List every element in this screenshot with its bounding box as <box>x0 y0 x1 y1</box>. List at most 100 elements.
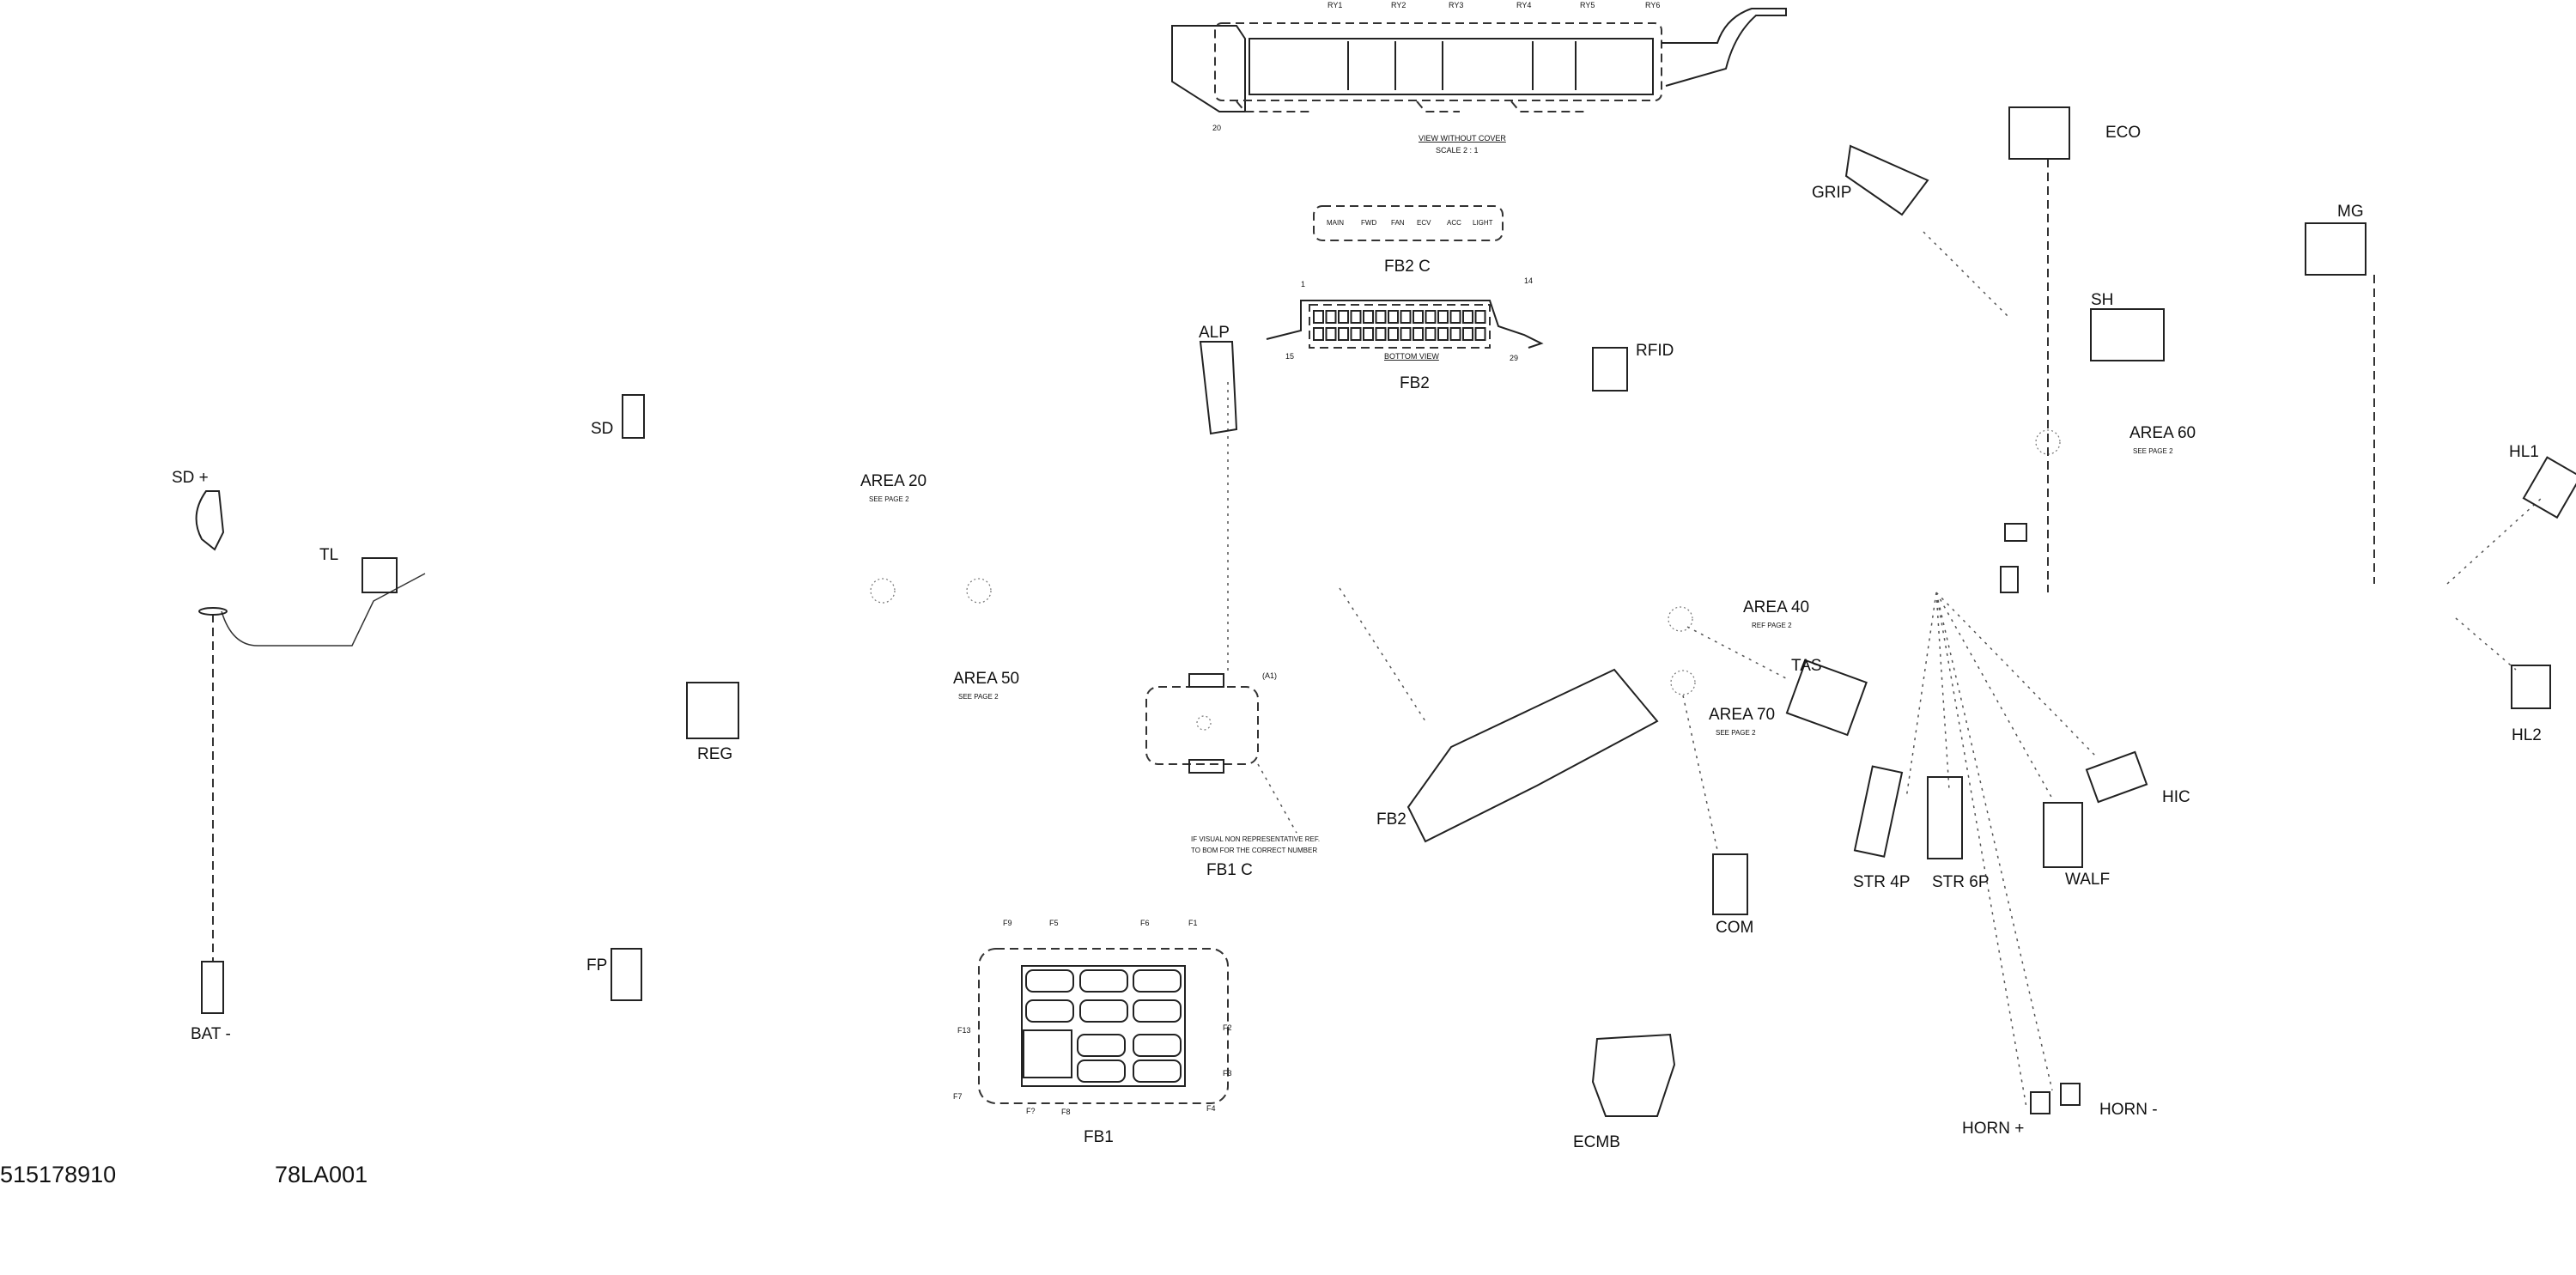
rfid-label: RFID <box>1636 342 1674 360</box>
pin-cell <box>1325 327 1337 341</box>
fb2c-label: FB2 C <box>1384 258 1431 276</box>
pin-cell <box>1400 310 1412 324</box>
fb2-connector: 1 14 15 29 BOTTOM VIEW FB2 <box>1266 276 1544 392</box>
area-sub-label: REF PAGE 2 <box>1752 622 1792 629</box>
fuse-label: F7 <box>953 1092 963 1101</box>
horn-minus-icon <box>2060 1083 2081 1106</box>
pin-cell <box>1425 327 1437 341</box>
pin-cell <box>1425 310 1437 324</box>
hic-label: HIC <box>2162 788 2190 806</box>
callout-number: 20 <box>1212 124 1221 132</box>
sd-connector-icon <box>622 394 645 439</box>
hl2-label: HL2 <box>2512 726 2542 744</box>
rfid-connector-icon <box>1592 347 1628 392</box>
fuse-label: F9 <box>1003 919 1012 927</box>
horn-plus-label: HORN + <box>1962 1120 2024 1138</box>
pin-cell <box>1388 310 1399 324</box>
fp-label: FP <box>586 956 607 974</box>
area-sub-label: SEE PAGE 2 <box>958 693 999 701</box>
pin-cell <box>1338 327 1349 341</box>
fuse-label: F2 <box>1223 1023 1232 1032</box>
view-title: VIEW WITHOUT COVER <box>1419 134 1506 143</box>
pin-cell <box>1413 310 1424 324</box>
fb2-label: FB2 <box>1400 374 1430 392</box>
ecmb-icon <box>1591 1033 1676 1117</box>
pin-cell <box>1363 327 1374 341</box>
tl-label: TL <box>319 546 338 564</box>
fuse-slot <box>1079 999 1128 1023</box>
inline-connector-icon <box>2004 523 2027 542</box>
inline-connector-icon <box>2000 566 2019 593</box>
pin-cell <box>1437 327 1449 341</box>
pin-cell <box>1474 327 1486 341</box>
pin-cell <box>1338 310 1349 324</box>
connector-icons <box>195 106 2576 1117</box>
eco-connector-icon <box>2008 106 2070 160</box>
alp-label: ALP <box>1199 324 1230 342</box>
mg-connector-icon <box>2305 222 2366 276</box>
str4p-connector-icon <box>1853 765 1904 858</box>
fuse-slot <box>1079 969 1128 993</box>
fuse-slot <box>1133 969 1182 993</box>
view-title: BOTTOM VIEW <box>1384 352 1439 361</box>
sd-plus-label: SD + <box>172 469 209 487</box>
str6p-connector-icon <box>1927 776 1963 859</box>
pin-number: 14 <box>1524 276 1533 285</box>
pin-cell <box>1313 327 1324 341</box>
fuse-label: MAIN <box>1327 219 1344 227</box>
pin-cell <box>1474 310 1486 324</box>
fuse-label: F3 <box>1223 1069 1232 1078</box>
fuse-label: F? <box>1026 1107 1036 1115</box>
note-text: TO BOM FOR THE CORRECT NUMBER <box>1191 847 1317 854</box>
sd-label: SD <box>591 420 613 438</box>
pin-cell <box>1313 310 1324 324</box>
drawing-code: 78LA001 <box>275 1162 368 1187</box>
tas-connector-icon <box>1785 659 1868 737</box>
reg-label: REG <box>697 745 732 763</box>
relay-box: RY1 RY2 RY3 RY4 RY5 RY6 20 VIEW WITHOUT … <box>1171 1 1787 155</box>
relay-label: RY6 <box>1645 1 1660 9</box>
area-40-label: AREA 40 <box>1743 598 1809 616</box>
fuse-label: LIGHT <box>1473 219 1493 227</box>
callout-number: (A1) <box>1262 671 1277 680</box>
pin-cell <box>1375 310 1387 324</box>
bat-label: BAT - <box>191 1025 231 1043</box>
note-text: IF VISUAL NON REPRESENTATIVE REF. <box>1191 835 1320 843</box>
pin-cell <box>1462 327 1473 341</box>
pin-cell <box>1462 310 1473 324</box>
fuse-slot <box>1025 999 1074 1023</box>
pin-cell <box>1375 327 1387 341</box>
bat-connector-icon <box>201 961 224 1014</box>
fuse-slot <box>1025 969 1074 993</box>
com-connector-icon <box>1712 853 1748 915</box>
walf-connector-icon <box>2043 802 2083 868</box>
area-70-label: AREA 70 <box>1709 706 1775 724</box>
sh-connector-icon <box>2090 308 2165 361</box>
com-label: COM <box>1716 919 1753 937</box>
hic-connector-icon <box>2085 750 2148 804</box>
harness-lines <box>212 159 2543 1108</box>
fuse-slot <box>1133 1034 1182 1057</box>
sd-plus-connector-icon <box>195 490 225 551</box>
view-scale: SCALE 2 : 1 <box>1436 146 1479 155</box>
area-50-label: AREA 50 <box>953 670 1019 688</box>
fp-connector-icon <box>611 948 642 1001</box>
mg-label: MG <box>2337 203 2364 221</box>
fuse-label: F8 <box>1061 1108 1071 1116</box>
fuse-label: FAN <box>1391 219 1405 227</box>
pin-cell <box>1449 310 1461 324</box>
pin-cell <box>1350 310 1362 324</box>
relay-label: RY1 <box>1327 1 1342 9</box>
fuse-label: ECV <box>1417 219 1431 227</box>
fuse-label: F4 <box>1206 1104 1216 1113</box>
hl2-connector-icon <box>2511 665 2551 709</box>
pin-cell <box>1325 310 1337 324</box>
ecmb-label: ECMB <box>1573 1133 1620 1151</box>
fuse-label: FWD <box>1361 219 1376 227</box>
eco-label: ECO <box>2105 124 2141 142</box>
walf-label: WALF <box>2065 871 2110 889</box>
fb1c-label: FB1 C <box>1206 861 1253 879</box>
fb2-module-label: FB2 <box>1376 811 1406 829</box>
